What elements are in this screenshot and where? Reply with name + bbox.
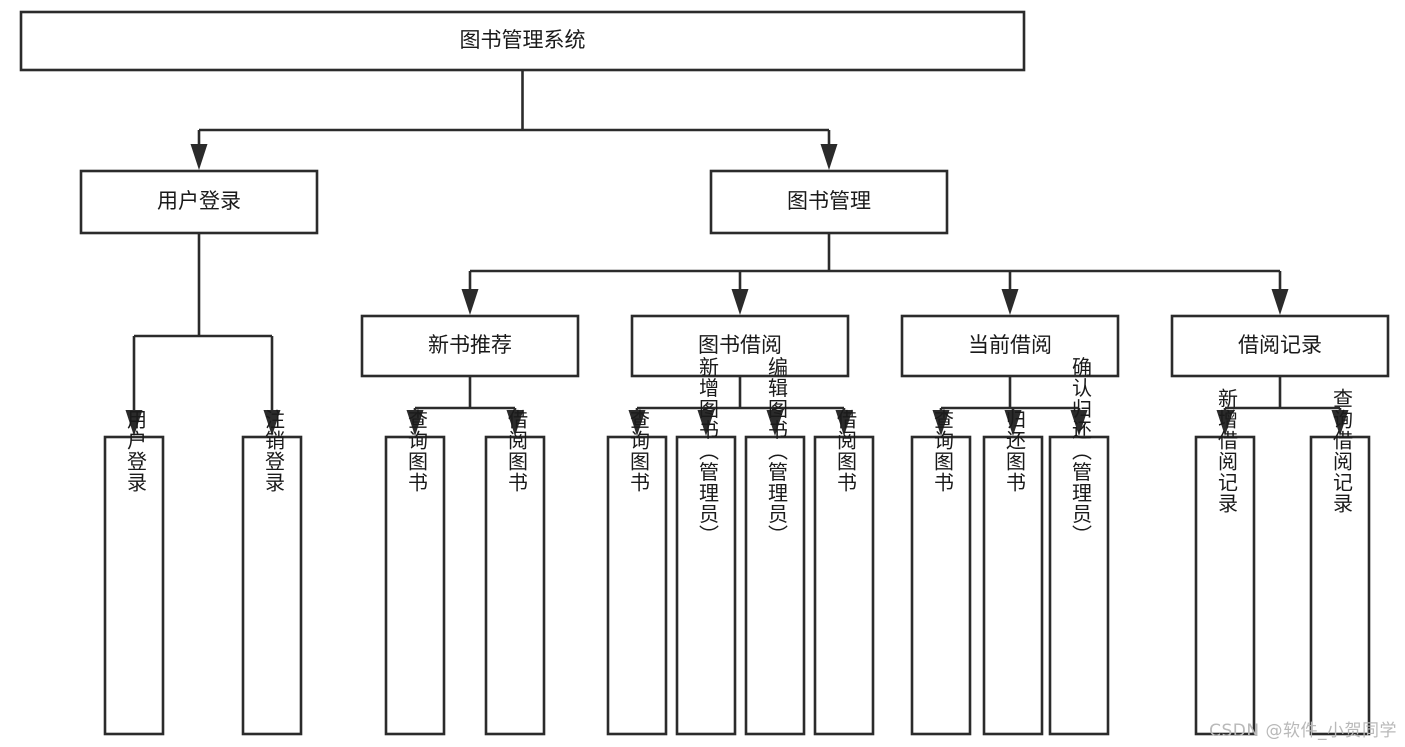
- arrow-head-icon: [406, 410, 424, 436]
- node-l3-record[interactable]: 借阅记录: [1170, 314, 1390, 378]
- node-l4-d3[interactable]: 确认归还（管理员）: [1048, 356, 1110, 736]
- node-box: [1170, 314, 1390, 378]
- node-box: [1194, 435, 1256, 736]
- node-l4-e1[interactable]: 新增借阅记录: [1194, 388, 1256, 736]
- node-l4-c4[interactable]: 借阅图书: [813, 409, 875, 736]
- node-label: 查询借阅记录: [1330, 388, 1354, 514]
- node-box: [1048, 435, 1110, 736]
- node-l4-d2[interactable]: 归还图书: [982, 409, 1044, 736]
- node-box: [384, 435, 446, 736]
- node-l4-b2[interactable]: 借阅图书: [484, 409, 546, 736]
- arrow-head-icon: [835, 410, 853, 436]
- node-box: [79, 169, 319, 235]
- node-box: [900, 314, 1120, 378]
- arrow-head-icon: [263, 410, 281, 436]
- node-label: 图书借阅: [698, 333, 782, 357]
- node-label: 新书推荐: [428, 333, 512, 357]
- arrow-head-icon: [628, 410, 646, 436]
- arrow-head-icon: [125, 410, 143, 436]
- node-box: [606, 435, 668, 736]
- node-layer: 图书管理系统用户登录图书管理新书推荐图书借阅当前借阅借阅记录用户登录注销登录查询…: [19, 10, 1390, 736]
- arrow-head-icon: [1004, 410, 1022, 436]
- node-label: 查询图书: [627, 409, 651, 493]
- node-label: 新增借阅记录: [1215, 388, 1239, 514]
- node-l4-c1[interactable]: 查询图书: [606, 409, 668, 736]
- node-label: 借阅图书: [834, 409, 858, 493]
- node-l4-d1[interactable]: 查询图书: [910, 409, 972, 736]
- node-box: [813, 435, 875, 736]
- node-root[interactable]: 图书管理系统: [19, 10, 1026, 72]
- connector-layer: [125, 70, 1349, 436]
- arrow-head-icon: [1216, 410, 1234, 436]
- node-label: 归还图书: [1003, 409, 1027, 493]
- node-box: [19, 10, 1026, 72]
- node-l2-manage[interactable]: 图书管理: [709, 169, 949, 235]
- node-box: [360, 314, 580, 378]
- node-l4-a2[interactable]: 注销登录: [241, 409, 303, 736]
- arrow-head-icon: [932, 410, 950, 436]
- node-l4-c3[interactable]: 编辑图书（管理员）: [744, 356, 806, 736]
- node-label: 借阅记录: [1238, 333, 1322, 357]
- node-box: [484, 435, 546, 736]
- node-label: 图书管理: [787, 189, 871, 213]
- node-box: [910, 435, 972, 736]
- node-l2-login[interactable]: 用户登录: [79, 169, 319, 235]
- arrow-head-icon: [461, 289, 479, 315]
- arrow-head-icon: [766, 410, 784, 436]
- node-l3-current[interactable]: 当前借阅: [900, 314, 1120, 378]
- arrow-head-icon: [1001, 289, 1019, 315]
- node-l3-newbook[interactable]: 新书推荐: [360, 314, 580, 378]
- node-l4-b1[interactable]: 查询图书: [384, 409, 446, 736]
- node-label: 用户登录: [124, 409, 148, 493]
- node-label: 当前借阅: [968, 333, 1052, 357]
- node-label: 确认归还（管理员）: [1069, 356, 1093, 545]
- node-l4-a1[interactable]: 用户登录: [103, 409, 165, 736]
- arrow-head-icon: [697, 410, 715, 436]
- node-l4-c2[interactable]: 新增图书（管理员）: [675, 356, 737, 736]
- node-box: [630, 314, 850, 378]
- arrow-head-icon: [506, 410, 524, 436]
- node-box: [103, 435, 165, 736]
- node-box: [709, 169, 949, 235]
- arrow-head-icon: [731, 289, 749, 315]
- node-label: 新增图书（管理员）: [696, 356, 720, 545]
- node-label: 图书管理系统: [460, 28, 586, 52]
- arrow-head-icon: [190, 144, 208, 170]
- arrow-head-icon: [820, 144, 838, 170]
- node-label: 借阅图书: [505, 409, 529, 493]
- node-l3-borrow[interactable]: 图书借阅: [630, 314, 850, 378]
- node-box: [675, 435, 737, 736]
- node-box: [744, 435, 806, 736]
- node-l4-e2[interactable]: 查询借阅记录: [1309, 388, 1371, 736]
- arrow-head-icon: [1070, 410, 1088, 436]
- node-label: 编辑图书（管理员）: [765, 356, 789, 545]
- arrow-head-icon: [1271, 289, 1289, 315]
- node-box: [982, 435, 1044, 736]
- node-label: 查询图书: [931, 409, 955, 493]
- node-box: [241, 435, 303, 736]
- watermark-label: CSDN @软件_小贺同学: [1209, 721, 1397, 741]
- arrow-head-icon: [1331, 410, 1349, 436]
- node-box: [1309, 435, 1371, 736]
- node-label: 注销登录: [262, 409, 286, 493]
- node-label: 用户登录: [157, 189, 241, 213]
- node-label: 查询图书: [405, 409, 429, 493]
